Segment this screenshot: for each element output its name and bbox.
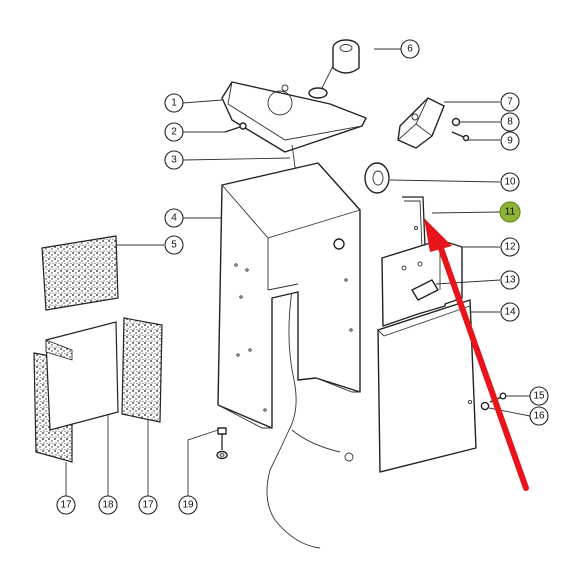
callout-2: 2 bbox=[164, 122, 184, 142]
svg-text:17: 17 bbox=[142, 500, 154, 511]
part-grommet-10 bbox=[364, 162, 390, 194]
callout-4: 4 bbox=[164, 208, 184, 228]
part-panel-5 bbox=[41, 235, 119, 311]
callout-7: 7 bbox=[500, 92, 520, 112]
svg-text:7: 7 bbox=[507, 97, 513, 108]
part-housing bbox=[217, 162, 361, 429]
leader-lines bbox=[65, 48, 531, 496]
callout-15: 15 bbox=[529, 386, 549, 406]
part-screw-9 bbox=[451, 131, 470, 142]
callout-17-right: 17 bbox=[138, 495, 158, 515]
svg-text:3: 3 bbox=[171, 155, 177, 166]
svg-text:14: 14 bbox=[504, 307, 516, 318]
svg-text:4: 4 bbox=[171, 213, 177, 224]
svg-text:1: 1 bbox=[171, 98, 177, 109]
part-washer-8 bbox=[451, 117, 461, 127]
part-panel-18 bbox=[45, 321, 119, 431]
svg-text:18: 18 bbox=[102, 500, 114, 511]
svg-text:13: 13 bbox=[504, 275, 516, 286]
part-door-14 bbox=[377, 299, 477, 473]
callout-9: 9 bbox=[500, 131, 520, 151]
part-screw-2 bbox=[224, 122, 247, 133]
callout-3: 3 bbox=[164, 150, 184, 170]
svg-text:12: 12 bbox=[504, 242, 516, 253]
callout-17-left: 17 bbox=[56, 495, 76, 515]
callout-11: 11 bbox=[499, 201, 521, 223]
callout-6: 6 bbox=[400, 39, 420, 59]
callout-5: 5 bbox=[164, 235, 184, 255]
callout-1: 1 bbox=[164, 93, 184, 113]
part-clip-13 bbox=[411, 279, 439, 301]
callout-14: 14 bbox=[500, 302, 520, 322]
svg-text:6: 6 bbox=[407, 44, 413, 55]
callout-12: 12 bbox=[500, 237, 520, 257]
part-bracket-7 bbox=[397, 97, 445, 149]
svg-text:10: 10 bbox=[504, 177, 516, 188]
svg-text:8: 8 bbox=[507, 117, 513, 128]
part-lock-cylinder bbox=[308, 39, 360, 99]
callout-13: 13 bbox=[500, 270, 520, 290]
callout-19: 19 bbox=[178, 495, 198, 515]
callout-10: 10 bbox=[500, 172, 520, 192]
svg-text:19: 19 bbox=[182, 500, 194, 511]
svg-text:11: 11 bbox=[505, 207, 516, 218]
svg-text:16: 16 bbox=[533, 411, 545, 422]
red-pointer-arrow bbox=[424, 218, 529, 491]
part-panel-17-right bbox=[121, 317, 163, 423]
svg-text:15: 15 bbox=[533, 391, 545, 402]
part-lid bbox=[221, 81, 367, 153]
svg-text:2: 2 bbox=[171, 127, 177, 138]
svg-text:17: 17 bbox=[60, 500, 72, 511]
callout-8: 8 bbox=[500, 112, 520, 132]
svg-text:9: 9 bbox=[507, 136, 513, 147]
part-bolt-19 bbox=[216, 427, 228, 460]
callout-16: 16 bbox=[529, 406, 549, 426]
callout-18: 18 bbox=[98, 495, 118, 515]
part-washer-16 bbox=[480, 401, 490, 411]
svg-text:5: 5 bbox=[171, 240, 177, 251]
